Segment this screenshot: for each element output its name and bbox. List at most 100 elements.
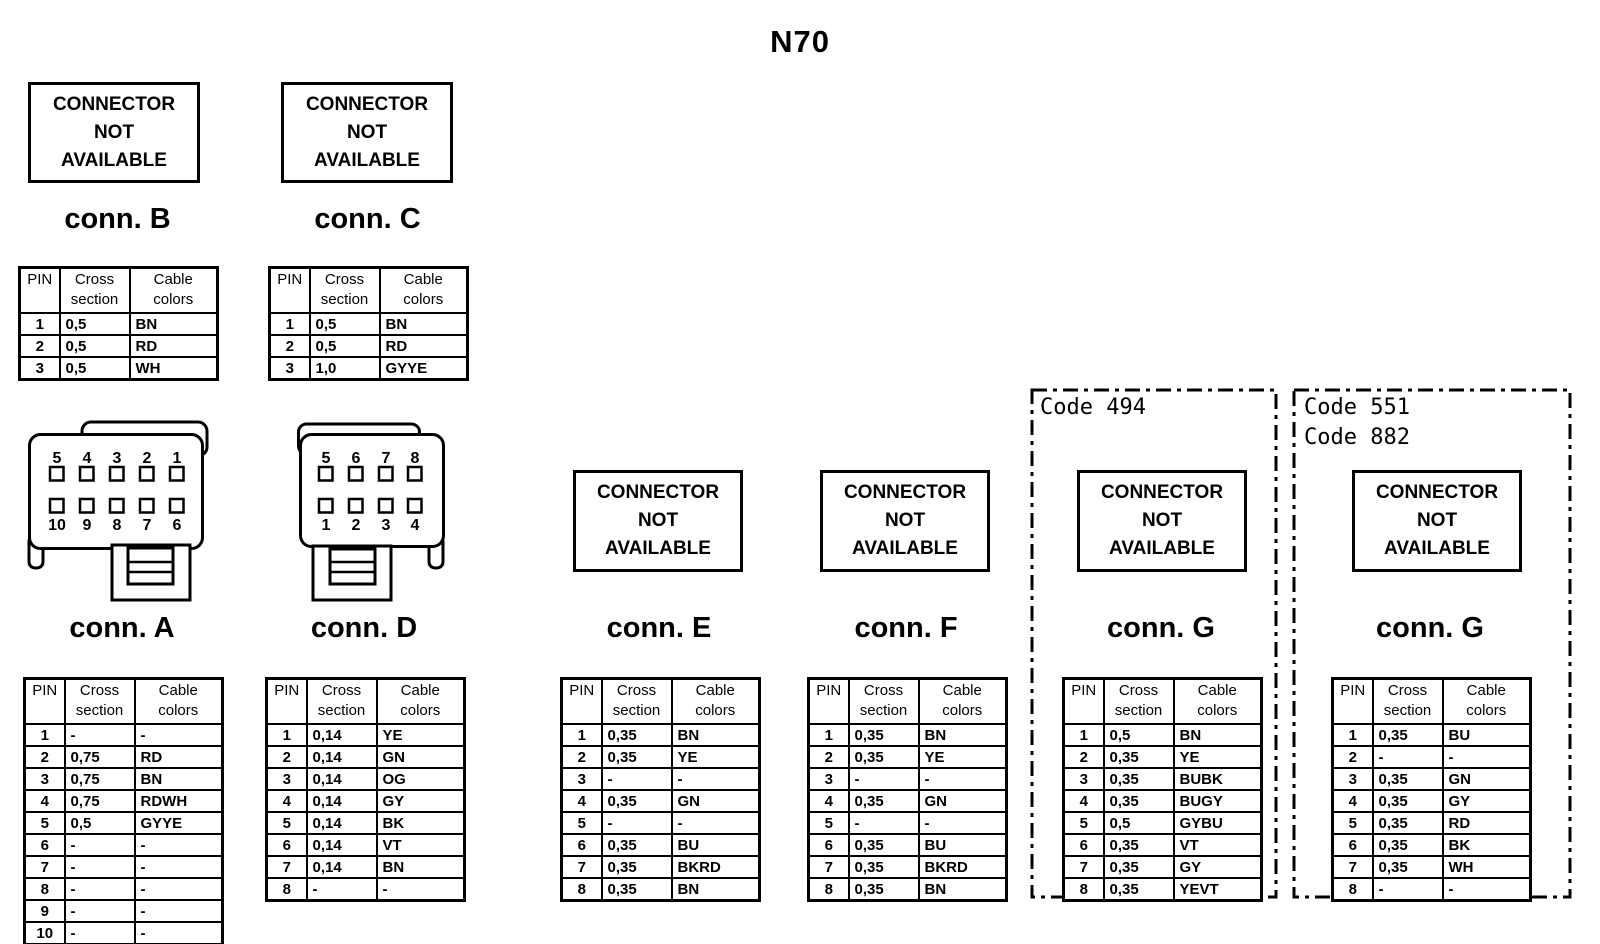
svg-text:2: 2	[352, 517, 361, 534]
cable-color-cell: BUGY	[1172, 789, 1263, 813]
cross-section-cell: 0,35	[847, 723, 920, 747]
table-row: 3--	[807, 767, 1008, 791]
connector-label-g1: conn. G	[1107, 612, 1215, 644]
svg-text:5: 5	[53, 450, 62, 467]
cna-line: CONNECTOR	[305, 93, 429, 115]
cross-section-cell: -	[63, 899, 136, 923]
cross-section-cell: 0,35	[1102, 833, 1175, 857]
pin-cell: 3	[560, 767, 603, 791]
cross-section-cell: -	[847, 767, 920, 791]
cable-color-cell: RD	[378, 334, 469, 358]
connector-label-d: conn. D	[310, 612, 418, 644]
cross-section-cell: 0,35	[1102, 767, 1175, 791]
cross-section-cell: 0,35	[600, 877, 673, 902]
table-row: 5--	[560, 811, 761, 835]
svg-text:6: 6	[173, 517, 182, 534]
connector-label-f: conn. F	[854, 612, 958, 644]
cna-line: NOT	[346, 121, 388, 143]
pin-cell: 3	[23, 767, 66, 791]
svg-text:4: 4	[83, 450, 92, 467]
svg-text:3: 3	[382, 517, 391, 534]
cable-color-cell: GN	[1441, 767, 1532, 791]
pin-cell: 7	[560, 855, 603, 879]
cable-color-cell: GN	[670, 789, 761, 813]
cross-section-cell: 0,35	[1371, 855, 1444, 879]
pin-header: PIN	[265, 677, 308, 725]
cable-color-cell: -	[133, 855, 224, 879]
pin-cell: 2	[1331, 745, 1374, 769]
page-title: N70	[770, 24, 830, 59]
cross-section-cell: -	[600, 811, 673, 835]
pin-cell: 5	[23, 811, 66, 835]
connector-label-e: conn. E	[606, 612, 712, 644]
cross-section-cell: 0,14	[305, 855, 378, 879]
pin-cell: 6	[1062, 833, 1105, 857]
pin-cell: 6	[23, 833, 66, 857]
cable-color-cell: BUBK	[1172, 767, 1263, 791]
cable-color-cell: YE	[670, 745, 761, 769]
cable-color-cell: WH	[1441, 855, 1532, 879]
cable-color-cell: GN	[917, 789, 1008, 813]
pin-cell: 1	[1331, 723, 1374, 747]
svg-text:9: 9	[83, 517, 92, 534]
pin-cell: 3	[268, 356, 311, 381]
cable-color-cell: -	[1441, 877, 1532, 902]
cna-line: NOT	[1141, 510, 1183, 531]
pin-cell: 6	[807, 833, 850, 857]
cna-line: AVAILABLE	[605, 538, 711, 559]
cross-section-cell: 0,5	[1102, 723, 1175, 747]
cross-section-cell: 0,5	[1102, 811, 1175, 835]
table-row: 6--	[23, 833, 224, 857]
cross-section-cell: 0,35	[847, 833, 920, 857]
cross-section-cell: 0,75	[63, 767, 136, 791]
cross-section-cell: -	[63, 921, 136, 944]
pin-cell: 5	[265, 811, 308, 835]
pin-cell: 5	[1062, 811, 1105, 835]
cross-section-cell: 0,35	[600, 723, 673, 747]
cable-color-cell: BN	[133, 767, 224, 791]
svg-text:1: 1	[173, 450, 182, 467]
cna-line: AVAILABLE	[852, 538, 958, 559]
cross-section-cell: 0,35	[1371, 789, 1444, 813]
cable-color-cell: GYBU	[1172, 811, 1263, 835]
pin-cell: 8	[23, 877, 66, 901]
cable-color-cell: -	[133, 723, 224, 747]
cross-section-cell: 0,35	[600, 855, 673, 879]
pin-cell: 2	[560, 745, 603, 769]
cable-color-cell: BK	[375, 811, 466, 835]
pin-cell: 7	[265, 855, 308, 879]
cable-color-cell: GY	[1172, 855, 1263, 879]
cross-section-cell: 0,35	[600, 789, 673, 813]
pin-cell: 8	[265, 877, 308, 902]
pin-cell: 1	[23, 723, 66, 747]
cross-section-cell: 0,5	[58, 334, 131, 358]
cable-color-cell: BU	[670, 833, 761, 857]
cable-color-cell: -	[375, 877, 466, 902]
svg-text:8: 8	[411, 450, 420, 467]
cable-color-cell: GYYE	[378, 356, 469, 381]
connector-a-drawing: 5 4 3 2 1 10 9 8 7 6	[27, 420, 209, 602]
connector-latch-inner	[126, 546, 175, 586]
cable-color-cell: -	[917, 767, 1008, 791]
cross-section-cell: 0,14	[305, 745, 378, 769]
pin-header: PIN	[268, 266, 311, 314]
cross-section-cell: 0,75	[63, 789, 136, 813]
cross-section-cell: 0,14	[305, 767, 378, 791]
cna-line: CONNECTOR	[1375, 482, 1499, 503]
